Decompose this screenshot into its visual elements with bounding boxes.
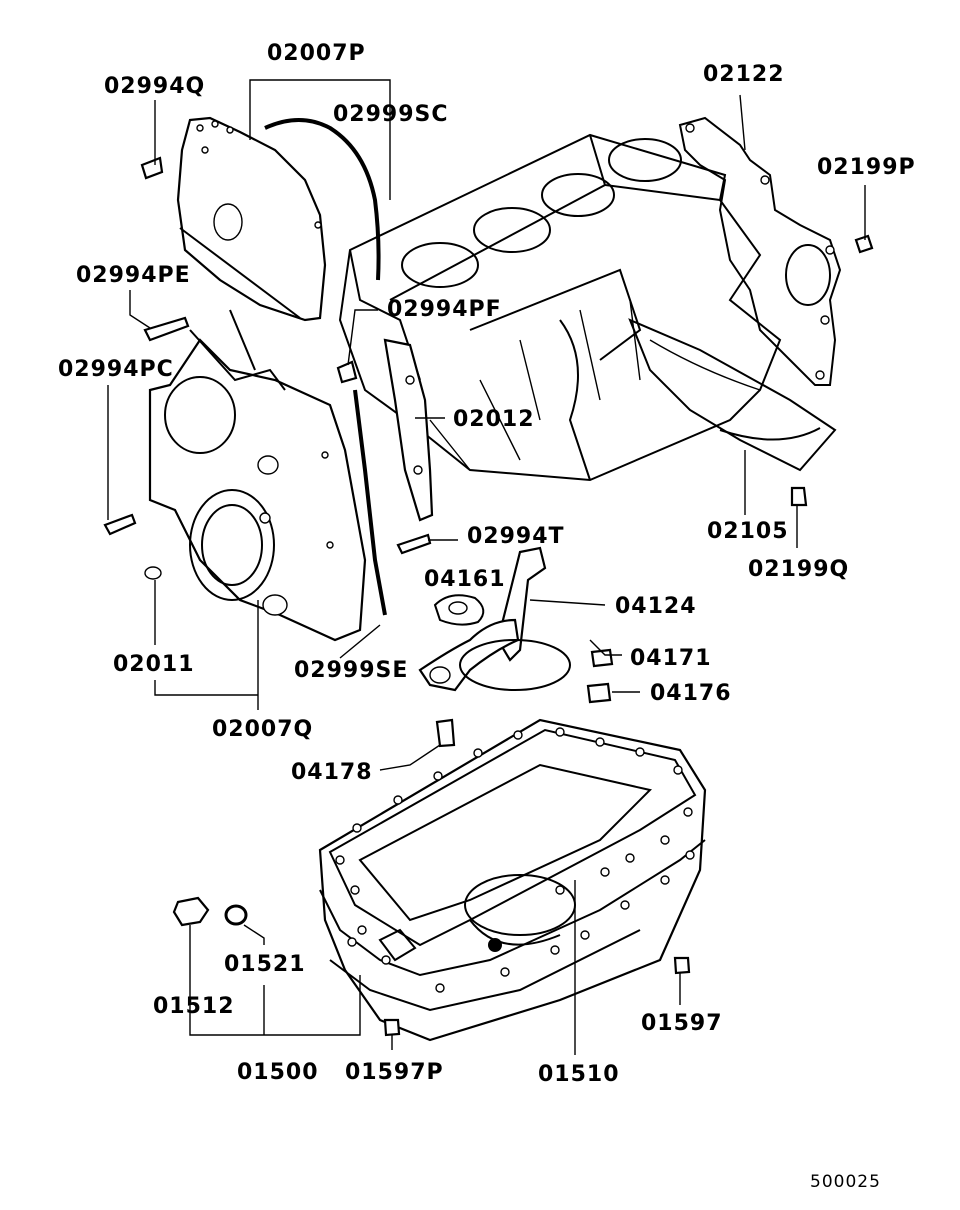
- label-04171: 04171: [630, 646, 712, 671]
- bracket: [383, 338, 434, 522]
- oil-pan: [318, 718, 707, 1042]
- nut-04176: [586, 682, 612, 704]
- label-04161: 04161: [424, 567, 506, 592]
- rear-plate: [678, 116, 842, 386]
- bell-cover: [628, 318, 837, 472]
- label-02994PE: 02994PE: [76, 263, 191, 288]
- label-02007Q: 02007Q: [212, 717, 313, 742]
- bolt-02994PE: [143, 316, 190, 342]
- bolt-01597P: [383, 1018, 401, 1037]
- bolt-02199Q: [790, 486, 808, 507]
- part-labels: 02007P 02994Q 02999SC 02122 02199P 02994…: [58, 41, 916, 1192]
- label-02199Q: 02199Q: [748, 557, 849, 582]
- upper-gasket: [264, 118, 381, 281]
- label-01597: 01597: [641, 1011, 723, 1036]
- drain-washer: [224, 904, 248, 926]
- oil-pickup: [418, 546, 571, 692]
- label-04124: 04124: [615, 594, 697, 619]
- label-02105: 02105: [707, 519, 789, 544]
- label-01512: 01512: [153, 994, 235, 1019]
- upper-timing-cover: [176, 116, 327, 322]
- bolt-04178: [435, 718, 456, 748]
- lower-gasket: [353, 389, 387, 616]
- dowel-02011: [144, 566, 162, 580]
- label-02007P: 02007P: [267, 41, 366, 66]
- label-01521: 01521: [224, 952, 306, 977]
- bolt-02994PC: [103, 513, 137, 536]
- label-02994T: 02994T: [467, 524, 565, 549]
- label-02122: 02122: [703, 62, 785, 87]
- label-02994PF: 02994PF: [387, 297, 502, 322]
- label-02999SC: 02999SC: [333, 102, 449, 127]
- leader-lines: [107, 79, 866, 1055]
- bolt-02994T: [396, 533, 432, 555]
- bolt-02199P: [854, 234, 874, 254]
- label-02011: 02011: [113, 652, 195, 677]
- label-02994PC: 02994PC: [58, 357, 174, 382]
- label-02199P: 02199P: [817, 155, 916, 180]
- label-04178: 04178: [291, 760, 373, 785]
- nut-04171: [590, 648, 614, 668]
- bolt-01597: [673, 956, 691, 975]
- drain-plug: [172, 896, 210, 927]
- reference-number: 500025: [810, 1172, 881, 1192]
- lower-timing-cover: [148, 309, 367, 642]
- label-02012: 02012: [453, 407, 535, 432]
- label-02994Q: 02994Q: [104, 74, 205, 99]
- label-01597P: 01597P: [345, 1060, 444, 1085]
- bolt-02994PF: [336, 360, 358, 384]
- label-04176: 04176: [650, 681, 732, 706]
- label-02999SE: 02999SE: [294, 658, 408, 683]
- pickup-gasket: [433, 594, 485, 626]
- label-01510: 01510: [538, 1062, 620, 1087]
- bolt-02994Q: [140, 156, 164, 180]
- label-01500: 01500: [237, 1060, 319, 1085]
